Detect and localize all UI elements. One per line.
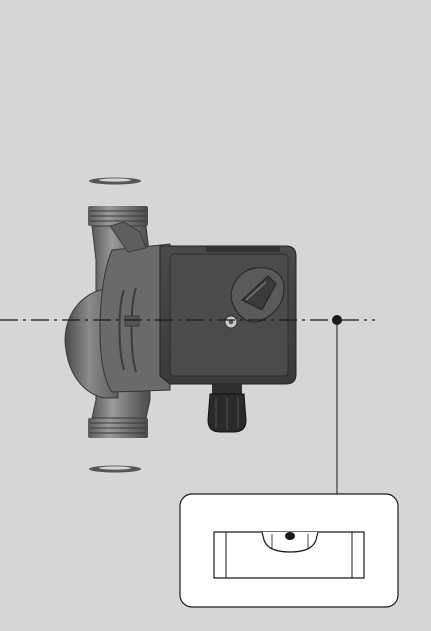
bottom-thread-connection [88, 418, 148, 438]
speed-selector-knob [230, 267, 285, 323]
top-gasket [89, 177, 141, 185]
spirit-level-bubble [285, 532, 295, 540]
cable-gland [207, 384, 247, 433]
top-thread-connection [88, 206, 148, 226]
bottom-gasket [89, 465, 141, 473]
pump-body [64, 206, 171, 438]
spirit-level-icon [213, 531, 365, 579]
control-box [159, 245, 297, 385]
indicator-light [224, 315, 238, 329]
spirit-level-callout [179, 493, 399, 608]
